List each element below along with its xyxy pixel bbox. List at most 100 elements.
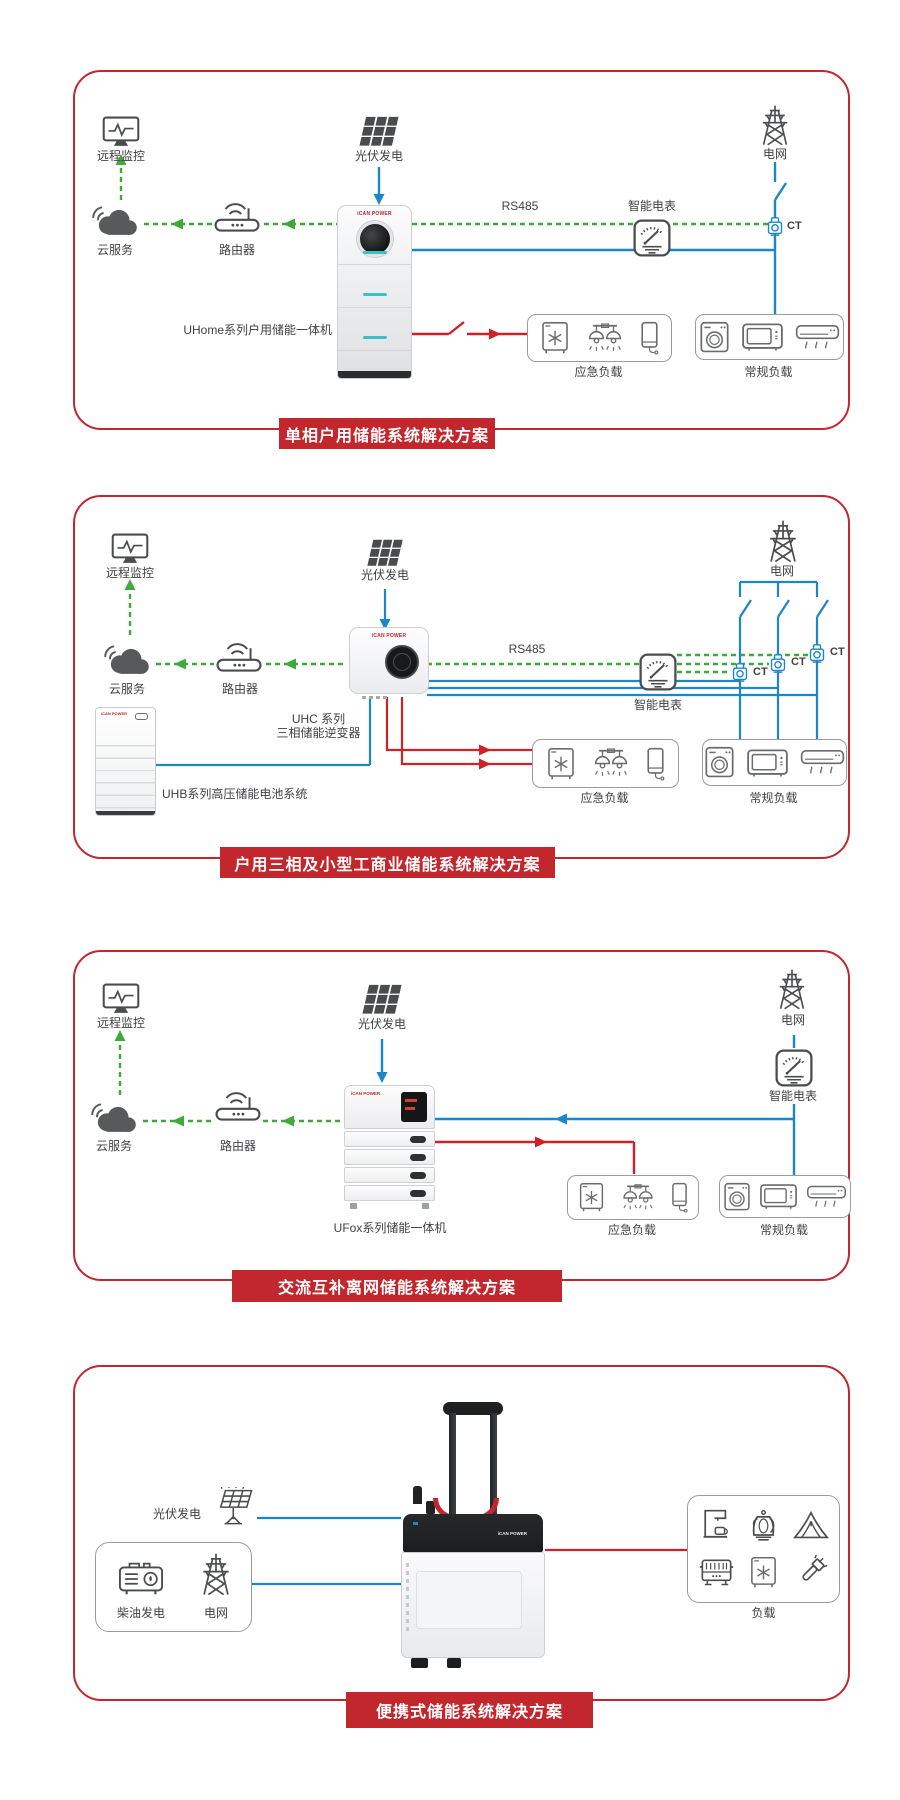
pv-label: 光伏发电	[360, 568, 409, 582]
remote-monitor-label: 远程监控	[96, 149, 145, 163]
diesel-label: 柴油发电	[116, 1606, 165, 1620]
panel-title-banner: 便携式储能系统解决方案	[346, 1692, 593, 1728]
wiring-off-grid	[114, 1030, 796, 1175]
pv-label: 光伏发电	[354, 149, 403, 163]
normal-load-box	[695, 314, 844, 360]
cloud-label: 云服务	[108, 682, 145, 696]
device-display	[385, 645, 419, 679]
uhb-battery-device: iCAN POWER	[95, 707, 156, 816]
grill-icon	[699, 1556, 734, 1588]
router-label: 路由器	[219, 1139, 256, 1153]
lamps-icon	[588, 748, 634, 779]
wiring-single-phase	[115, 154, 788, 340]
rs485-label: RS485	[501, 199, 539, 213]
grid-label: 电网	[769, 564, 794, 578]
freezer-icon	[539, 321, 571, 355]
ufox-device: iCAN POWER	[344, 1085, 435, 1212]
router-icon	[213, 200, 261, 233]
emergency-load-box	[567, 1175, 699, 1220]
normal-load-label: 常规负载	[759, 1223, 808, 1237]
ufox-device-label: UFox系列储能一体机	[333, 1221, 447, 1235]
uhc-inverter-label: UHC 系列 三相储能逆变器	[276, 712, 361, 740]
grid-label: 电网	[762, 147, 787, 161]
freezer-icon	[577, 1182, 606, 1213]
brand-logo: iCAN POWER	[351, 1091, 381, 1096]
normal-load-label: 常规负载	[744, 365, 793, 379]
load-label: 负载	[751, 1606, 776, 1620]
freezer-icon	[545, 747, 577, 781]
monitor-icon	[102, 116, 140, 149]
remote-monitor-label: 远程监控	[96, 1016, 145, 1030]
ct-sensor-icon	[766, 217, 784, 236]
phone-icon	[645, 747, 666, 781]
portable-power-station: iCAN POWER	[399, 1402, 547, 1670]
power-tower-icon	[199, 1551, 233, 1599]
power-tower-icon	[764, 519, 802, 565]
solar-panel-icon	[358, 116, 400, 147]
air-conditioner-icon	[800, 749, 845, 776]
flashlight-icon	[794, 1555, 828, 1589]
ac-sources-box: 柴油发电 电网	[95, 1542, 252, 1632]
solar-stand-icon	[215, 1487, 255, 1529]
ct-sensor-icon	[731, 663, 749, 682]
air-conditioner-icon	[795, 324, 840, 351]
router-icon	[214, 1089, 262, 1122]
monitor-icon	[102, 983, 140, 1016]
smart-meter-label: 智能电表	[627, 199, 676, 213]
panel-portable: 光伏发电 柴油发电 电网 iCAN POWER	[73, 1365, 850, 1728]
uhome-device-label: UHome系列户用储能一体机	[183, 323, 332, 337]
kettle-icon	[747, 1509, 780, 1542]
brand-logo: iCAN POWER	[357, 211, 392, 217]
router-label: 路由器	[221, 682, 258, 696]
emergency-load-box	[532, 739, 679, 788]
tent-icon	[793, 1511, 829, 1540]
ct-label: CT	[830, 646, 845, 658]
smart-meter-label: 智能电表	[768, 1089, 817, 1103]
smart-meter-icon	[632, 218, 672, 258]
power-tower-icon	[758, 104, 792, 148]
panel-three-phase: 远程监控 云服务 路由器 光伏发电 iCAN POWER UHC 系列 三相储能…	[73, 495, 850, 878]
router-icon	[215, 640, 263, 673]
smart-meter-label: 智能电表	[633, 698, 682, 712]
phone-icon	[639, 321, 660, 355]
ct-label: CT	[787, 220, 802, 232]
microwave-icon	[746, 747, 789, 779]
remote-monitor-label: 远程监控	[105, 566, 154, 580]
monitor-icon	[111, 533, 149, 566]
solar-panel-icon	[366, 539, 404, 567]
ct-label: CT	[753, 666, 768, 678]
cloud-icon	[89, 1100, 139, 1138]
normal-load-box	[702, 739, 847, 786]
ct-sensor-icon	[769, 654, 787, 673]
emergency-load-label: 应急负载	[607, 1223, 656, 1237]
smart-meter-icon	[774, 1048, 814, 1088]
brand-logo: iCAN POWER	[371, 633, 407, 639]
phone-icon	[670, 1182, 689, 1213]
brand-logo: iCAN POWER	[101, 711, 127, 716]
uhb-battery-label: UHB系列高压储能电池系统	[162, 787, 308, 801]
grid-label: 电网	[780, 1013, 805, 1027]
microwave-icon	[759, 1182, 798, 1211]
normal-load-box	[719, 1175, 851, 1218]
cloud-label: 云服务	[95, 1139, 132, 1153]
load-box	[687, 1495, 840, 1603]
emergency-load-label: 应急负载	[580, 791, 629, 805]
air-conditioner-icon	[806, 1185, 847, 1209]
ct-sensor-icon	[808, 644, 826, 663]
panel-title-banner: 交流互补离网储能系统解决方案	[232, 1270, 562, 1302]
router-label: 路由器	[218, 243, 255, 257]
lamps-icon	[582, 323, 628, 354]
washing-machine-icon	[723, 1182, 751, 1212]
wiring-three-phase	[124, 579, 829, 770]
cloud-icon	[90, 203, 140, 241]
grid-label: 电网	[203, 1606, 228, 1620]
panel-title-banner: 单相户用储能系统解决方案	[279, 418, 495, 449]
emergency-load-label: 应急负载	[574, 365, 623, 379]
uhc-inverter-device: iCAN POWER	[349, 627, 429, 699]
cloud-icon	[102, 642, 152, 680]
rs485-label: RS485	[508, 642, 546, 656]
trolley-handle	[443, 1402, 503, 1415]
washing-machine-icon	[699, 321, 730, 354]
normal-load-label: 常规负载	[749, 791, 798, 805]
